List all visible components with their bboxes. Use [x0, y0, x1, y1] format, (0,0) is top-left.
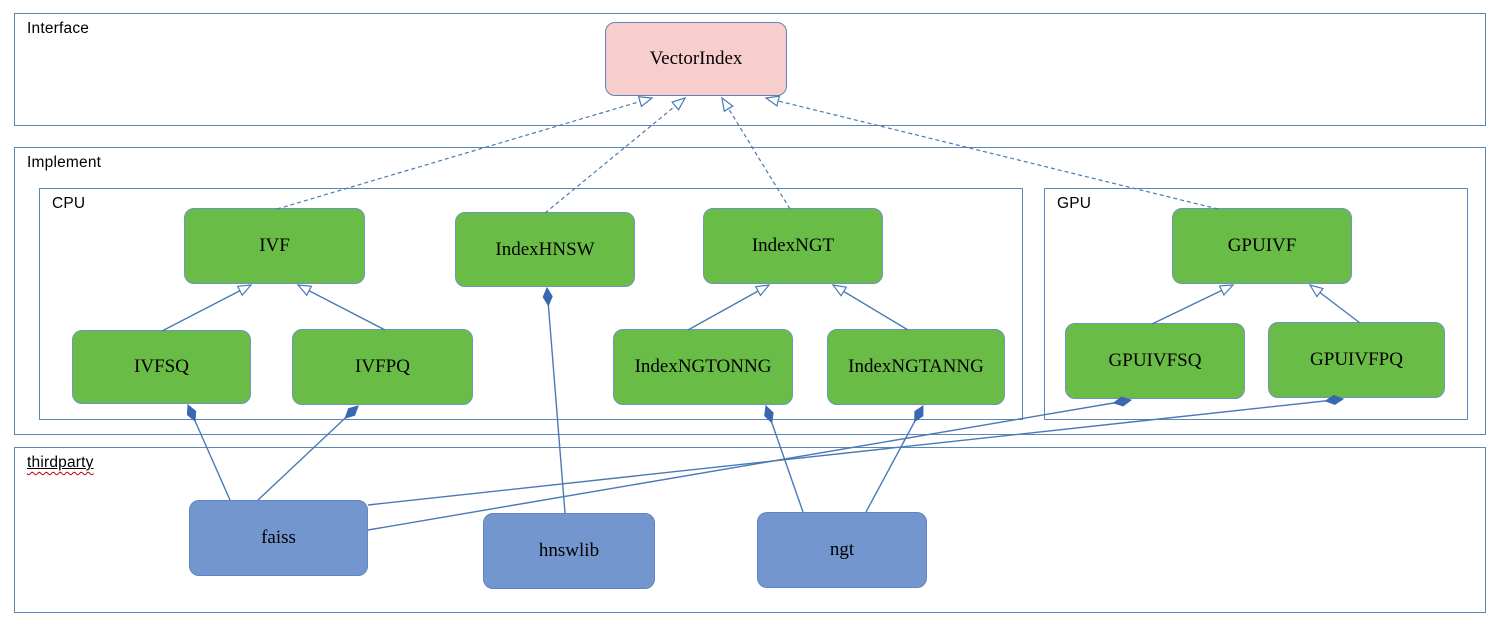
- node-indexngtanng-label: IndexNGTANNG: [848, 356, 984, 377]
- node-ivfsq-label: IVFSQ: [134, 356, 189, 377]
- node-indexngtonng-label: IndexNGTONNG: [634, 356, 772, 377]
- section-cpu-label: CPU: [52, 195, 86, 212]
- node-gpuivfpq[interactable]: GPUIVFPQ: [1268, 322, 1445, 398]
- node-gpuivfsq-label: GPUIVFSQ: [1108, 350, 1202, 371]
- node-ngt-label: ngt: [829, 539, 855, 560]
- node-indexngtonng[interactable]: IndexNGTONNG: [613, 329, 793, 405]
- node-ngt[interactable]: ngt: [757, 512, 927, 588]
- section-thirdparty-label: thirdparty: [27, 454, 94, 472]
- node-gpuivf-label: GPUIVF: [1227, 235, 1297, 256]
- node-vectorindex-label: VectorIndex: [649, 48, 743, 69]
- section-implement-label: Implement: [27, 154, 102, 171]
- node-faiss-label: faiss: [261, 527, 296, 548]
- node-gpuivfpq-label: GPUIVFPQ: [1310, 349, 1403, 370]
- node-ivf[interactable]: IVF: [184, 208, 365, 284]
- node-indexngtanng[interactable]: IndexNGTANNG: [827, 329, 1005, 405]
- node-hnswlib[interactable]: hnswlib: [483, 513, 655, 589]
- node-ivf-label: IVF: [259, 235, 290, 256]
- node-ivfpq-label: IVFPQ: [355, 356, 410, 377]
- node-faiss[interactable]: faiss: [189, 500, 368, 576]
- node-ivfsq[interactable]: IVFSQ: [72, 330, 251, 404]
- node-indexhnsw[interactable]: IndexHNSW: [455, 212, 635, 287]
- node-indexngt[interactable]: IndexNGT: [703, 208, 883, 284]
- section-thirdparty-label-text: thirdparty: [27, 454, 94, 471]
- node-hnswlib-label: hnswlib: [538, 540, 600, 561]
- section-gpu-label: GPU: [1057, 195, 1092, 212]
- node-gpuivf[interactable]: GPUIVF: [1172, 208, 1352, 284]
- node-indexhnsw-label: IndexHNSW: [495, 238, 595, 260]
- node-vectorindex[interactable]: VectorIndex: [605, 22, 787, 96]
- section-interface-label: Interface: [27, 20, 90, 37]
- node-indexngt-label: IndexNGT: [751, 235, 835, 256]
- node-ivfpq[interactable]: IVFPQ: [292, 329, 473, 405]
- node-gpuivfsq[interactable]: GPUIVFSQ: [1065, 323, 1245, 399]
